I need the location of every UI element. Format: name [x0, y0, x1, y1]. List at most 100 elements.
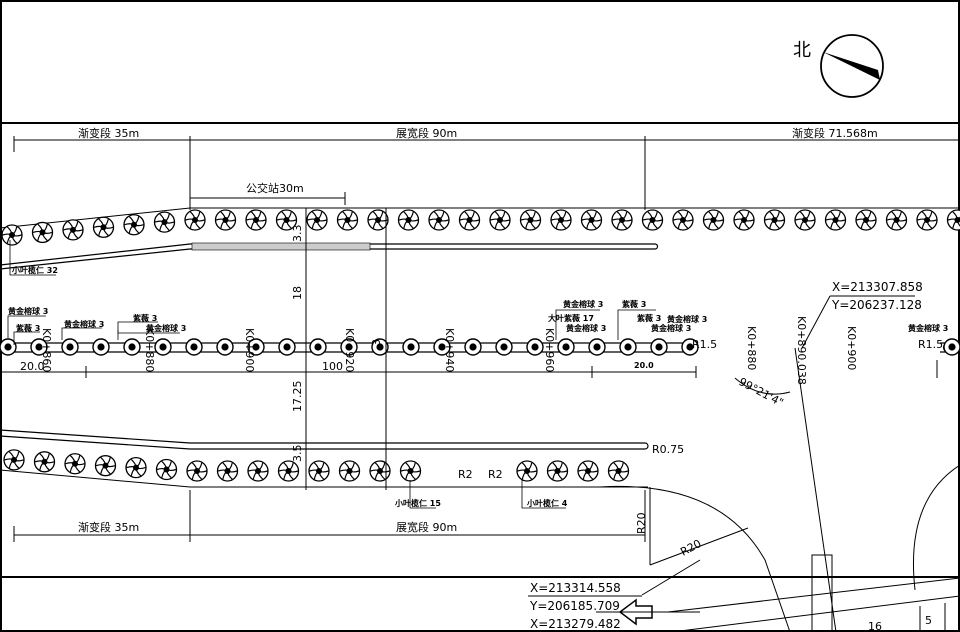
- median-dimension: 20.0 100 20.0: [0, 360, 938, 378]
- bottom-middle-segment-label: 展宽段 90m: [396, 520, 457, 534]
- shrub-symbol: [495, 338, 513, 356]
- tree-symbol: [516, 460, 538, 482]
- radius-r1-5-a: R1.5: [692, 338, 717, 351]
- radius-r0-75: R0.75: [652, 443, 684, 456]
- tree-symbol: [3, 449, 25, 471]
- tree-symbol: [64, 453, 86, 475]
- top-segment-dimension: 渐变段 35m 展宽段 90m 渐变段 71.568m: [13, 126, 960, 210]
- shrub-symbol: [216, 338, 234, 356]
- station-label: K0+890.038: [795, 316, 808, 385]
- coord-top-y: Y=206237.128: [831, 298, 922, 312]
- top-curb: [0, 207, 960, 270]
- median-shrub-row: [0, 338, 960, 356]
- tree-symbol: [733, 209, 755, 231]
- plant-label: 黄金榕球 3: [651, 323, 691, 333]
- radius-r20-b: R20: [678, 537, 703, 559]
- tree-symbol: [247, 460, 269, 482]
- station-label: K0+880: [143, 328, 156, 372]
- tree-symbol: [702, 209, 725, 231]
- shrub-symbol: [30, 338, 48, 356]
- station-label: K0+900: [845, 326, 858, 370]
- tree-symbol: [62, 219, 84, 241]
- north-label: 北: [793, 40, 811, 61]
- plant-label: 小叶榄仁 15: [394, 498, 441, 508]
- station-label: K0+920: [343, 328, 356, 372]
- coordinate-top: X=213307.858 Y=206237.128: [801, 280, 923, 349]
- plant-label: 紫薇 3: [16, 323, 40, 333]
- bottom-curb: [0, 429, 649, 488]
- plant-label: 大叶紫薇 17: [548, 313, 594, 323]
- tree-symbol: [336, 209, 359, 231]
- tree-symbol: [275, 209, 298, 231]
- north-arrow: 北: [793, 34, 884, 98]
- plant-label: 黄金榕球 3: [8, 306, 48, 316]
- tree-symbol: [155, 458, 178, 481]
- shrub-symbol: [650, 338, 668, 356]
- plant-callouts: 小叶榄仁 32 黄金榕球 3 紫薇 3 黄金榕球 3 紫薇 3 黄金榕球 3 黄…: [7, 240, 948, 509]
- plant-label: 紫薇 3: [133, 313, 157, 323]
- top-tree-row: [1, 209, 960, 246]
- tree-symbol: [245, 209, 267, 231]
- shrub-symbol: [557, 338, 575, 356]
- shrub-symbol: [92, 338, 110, 356]
- shrub-symbol: [619, 338, 637, 356]
- tree-symbol: [184, 209, 206, 231]
- tree-symbol: [794, 209, 816, 231]
- tree-symbol: [369, 460, 391, 482]
- plant-label: 黄金榕球 3: [908, 323, 948, 333]
- shrub-symbol: [247, 338, 265, 356]
- station-angle: 99°21'4": [734, 347, 837, 632]
- radius-r1-5-b: R1.5: [918, 338, 943, 351]
- top-left-segment-label: 渐变段 35m: [78, 126, 139, 140]
- station-label: K0+940: [443, 328, 456, 372]
- tree-symbol: [123, 214, 145, 236]
- radius-labels: R1.5 R1.5 R0.75 R2 R2 R20 R20: [458, 338, 943, 559]
- tree-symbol: [33, 451, 56, 473]
- tree-symbol: [428, 209, 450, 231]
- shrub-symbol: [371, 338, 389, 356]
- tree-symbol: [1, 224, 23, 246]
- shrub-symbol: [433, 338, 451, 356]
- tree-symbol: [277, 460, 300, 482]
- dim-5: 5: [925, 614, 932, 627]
- tree-symbol: [338, 460, 361, 482]
- tree-symbol: [824, 209, 847, 231]
- radius-r20-a: R20: [635, 512, 648, 534]
- shrub-symbol: [402, 338, 420, 356]
- tree-symbol: [546, 460, 569, 482]
- tree-symbol: [577, 460, 599, 482]
- station-label: K0+860: [40, 328, 53, 372]
- intersection-curve: 16 5: [596, 464, 960, 632]
- tree-symbol: [519, 209, 542, 231]
- plant-label: 小叶榄仁 32: [11, 265, 58, 275]
- radius-r2-b: R2: [488, 468, 503, 481]
- plant-label: 黄金榕球 3: [146, 323, 186, 333]
- tree-symbol: [611, 209, 633, 231]
- tree-symbol: [92, 216, 115, 238]
- plant-label: 黄金榕球 3: [667, 314, 707, 324]
- shrub-symbol: [154, 338, 172, 356]
- shrub-symbol: [309, 338, 327, 356]
- tree-symbol: [672, 209, 694, 231]
- shrub-symbol: [588, 338, 606, 356]
- tree-symbol: [916, 209, 938, 231]
- plant-label: 黄金榕球 3: [64, 319, 104, 329]
- bottom-segment-dimension: 渐变段 35m 展宽段 90m: [13, 490, 646, 542]
- shrub-symbol: [681, 338, 699, 356]
- tree-symbol: [94, 455, 117, 477]
- shrub-symbol: [61, 338, 79, 356]
- station-label: K0+880: [745, 326, 758, 370]
- tree-symbol: [397, 209, 420, 231]
- tree-symbol: [489, 209, 511, 231]
- plant-label: 黄金榕球 3: [563, 299, 603, 309]
- tree-symbol: [946, 209, 960, 231]
- station-label: K0+960: [543, 328, 556, 372]
- station-labels: K0+860 K0+880 K0+900 K0+920 K0+940 K0+96…: [40, 316, 858, 385]
- vertical-dimensions: 18 17.25 3.3 3.5 3: [291, 208, 387, 490]
- plant-label: 紫薇 3: [622, 299, 646, 309]
- shrub-symbol: [526, 338, 544, 356]
- dim-3: 3: [370, 339, 383, 346]
- tree-symbol: [153, 211, 176, 233]
